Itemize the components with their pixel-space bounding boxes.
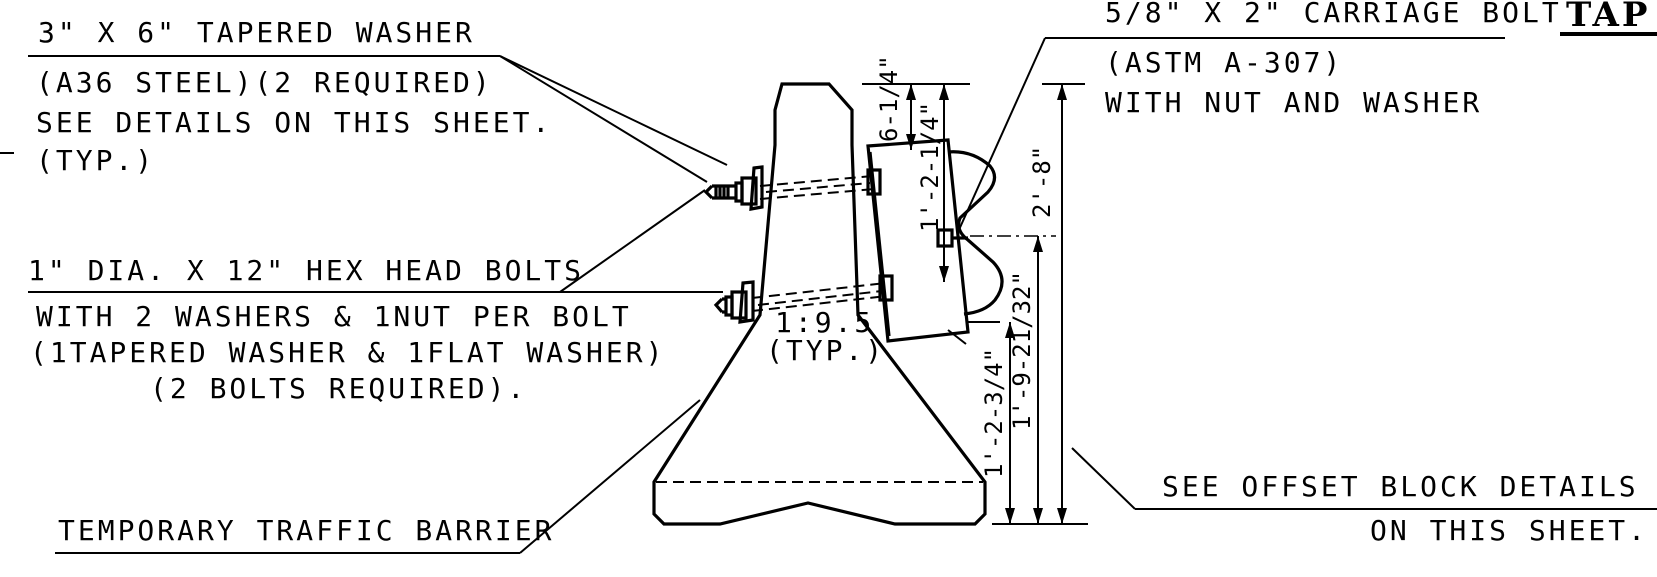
offset-block-inner-edge: [868, 151, 891, 337]
dim-6-1-4-arrow-bottom: [906, 134, 916, 150]
offset-block-note-2: ON THIS SHEET.: [1370, 514, 1648, 547]
hex-bolt-upper-shank-mid: [765, 182, 871, 193]
slope-typ-label: (TYP.): [766, 334, 885, 367]
carriage-bolt-hardware: WITH NUT AND WASHER: [1105, 86, 1482, 119]
hex-bolt-upper-flat-washer: [734, 181, 744, 203]
dim-2-8-arrow-top: [1057, 84, 1067, 100]
hex-bolt-lower-shank-mid: [757, 290, 883, 306]
dim-2-8-arrow-bottom: [1057, 508, 1067, 524]
dim-1-9-label: 1'-9-21/32": [1008, 271, 1036, 430]
hex-bolt-spec: WITH 2 WASHERS & 1NUT PER BOLT: [36, 300, 632, 333]
hex-bolt-upper-shank-bottom: [759, 188, 875, 200]
section-title-truncated: TAP: [1566, 0, 1650, 35]
offset-block-note: SEE OFFSET BLOCK DETAILS: [1162, 470, 1639, 503]
offset-block-leader-tick: [947, 329, 967, 345]
tapered-washer-callout: 3" X 6" TAPERED WASHER (A36 STEEL)(2 REQ…: [0, 16, 728, 183]
dim-1-2-3-4-label: 1'-2-3/4": [980, 348, 1008, 478]
tapered-washer-spec: (A36 STEEL)(2 REQUIRED): [36, 66, 493, 99]
offset-block-leader: [1071, 447, 1136, 510]
hex-bolt-lower-shank-bottom: [751, 295, 888, 312]
carriage-bolt-callout: 5/8" X 2" CARRIAGE BOLT (ASTM A-307) WIT…: [957, 0, 1562, 233]
hex-bolt-lower-thread: [713, 297, 726, 314]
barrier-leader: [519, 399, 701, 554]
hex-bolt-lower: [713, 274, 894, 320]
barrier-label: TEMPORARY TRAFFIC BARRIER: [58, 514, 554, 547]
hex-head-bolt-callout: 1" DIA. X 12" HEX HEAD BOLTS WITH 2 WASH…: [28, 189, 723, 405]
hex-bolt-upper-shank-top: [759, 175, 874, 187]
dim-2-8-label: 2'-8": [1028, 146, 1056, 218]
dim-1-9-arrow-bottom: [1033, 508, 1043, 524]
tapered-washer-title: 3" X 6" TAPERED WASHER: [38, 16, 475, 49]
tapered-washer-leader-a: [499, 55, 728, 166]
barrier-outline: [652, 82, 987, 526]
carriage-bolt-leader: [957, 37, 1046, 233]
tapered-washer-lower: [738, 280, 755, 324]
hex-bolt-lower-flat-washer: [724, 295, 734, 317]
hex-bolt-washer-spec: (1TAPERED WASHER & 1FLAT WASHER): [30, 336, 665, 369]
hex-bolt-leader-upper: [559, 189, 706, 293]
hex-bolt-quantity: (2 BOLTS REQUIRED).: [150, 372, 527, 405]
dim-6-1-4-label: 6-1/4": [875, 55, 903, 142]
temporary-traffic-barrier-section: [652, 82, 987, 526]
dimension-lines: 6-1/4" 1'-2-1/4" 2'-8" 1'-9-21/32" 1'-2-…: [862, 55, 1088, 525]
carriage-bolt-spec: (ASTM A-307): [1105, 46, 1343, 79]
tapered-washer-leader-b: [499, 55, 708, 183]
dim-1-2-1-4-label: 1'-2-1/4": [916, 102, 944, 232]
tapered-washer-upper: [749, 165, 764, 211]
carriage-bolt-title: 5/8" X 2" CARRIAGE BOLT: [1105, 0, 1562, 29]
hex-bolt-title: 1" DIA. X 12" HEX HEAD BOLTS: [28, 254, 584, 287]
dim-1-2-3-4-arrow-top: [1005, 322, 1015, 338]
tapered-washer-note: SEE DETAILS ON THIS SHEET.: [36, 106, 552, 139]
dim-1-9-arrow-top: [1033, 236, 1043, 252]
slope-ratio-label: 1:9.5: [775, 306, 874, 339]
hex-bolt-lower-nut: [730, 290, 748, 320]
hex-bolt-upper: [703, 168, 882, 206]
dim-1-2-1-4-arrow-top: [939, 84, 949, 100]
dim-6-1-4-arrow-top: [906, 84, 916, 100]
offset-block-callout: SEE OFFSET BLOCK DETAILS ON THIS SHEET.: [1071, 447, 1657, 547]
dim-1-2-1-4-arrow-bottom: [939, 266, 949, 282]
tapered-washer-typ: (TYP.): [36, 144, 155, 177]
hex-bolt-lower-shank-top: [751, 282, 887, 299]
temporary-traffic-barrier-callout: TEMPORARY TRAFFIC BARRIER: [55, 399, 701, 554]
dim-1-2-3-4-arrow-bottom: [1005, 508, 1015, 524]
hex-bolt-upper-thread: [703, 184, 736, 200]
